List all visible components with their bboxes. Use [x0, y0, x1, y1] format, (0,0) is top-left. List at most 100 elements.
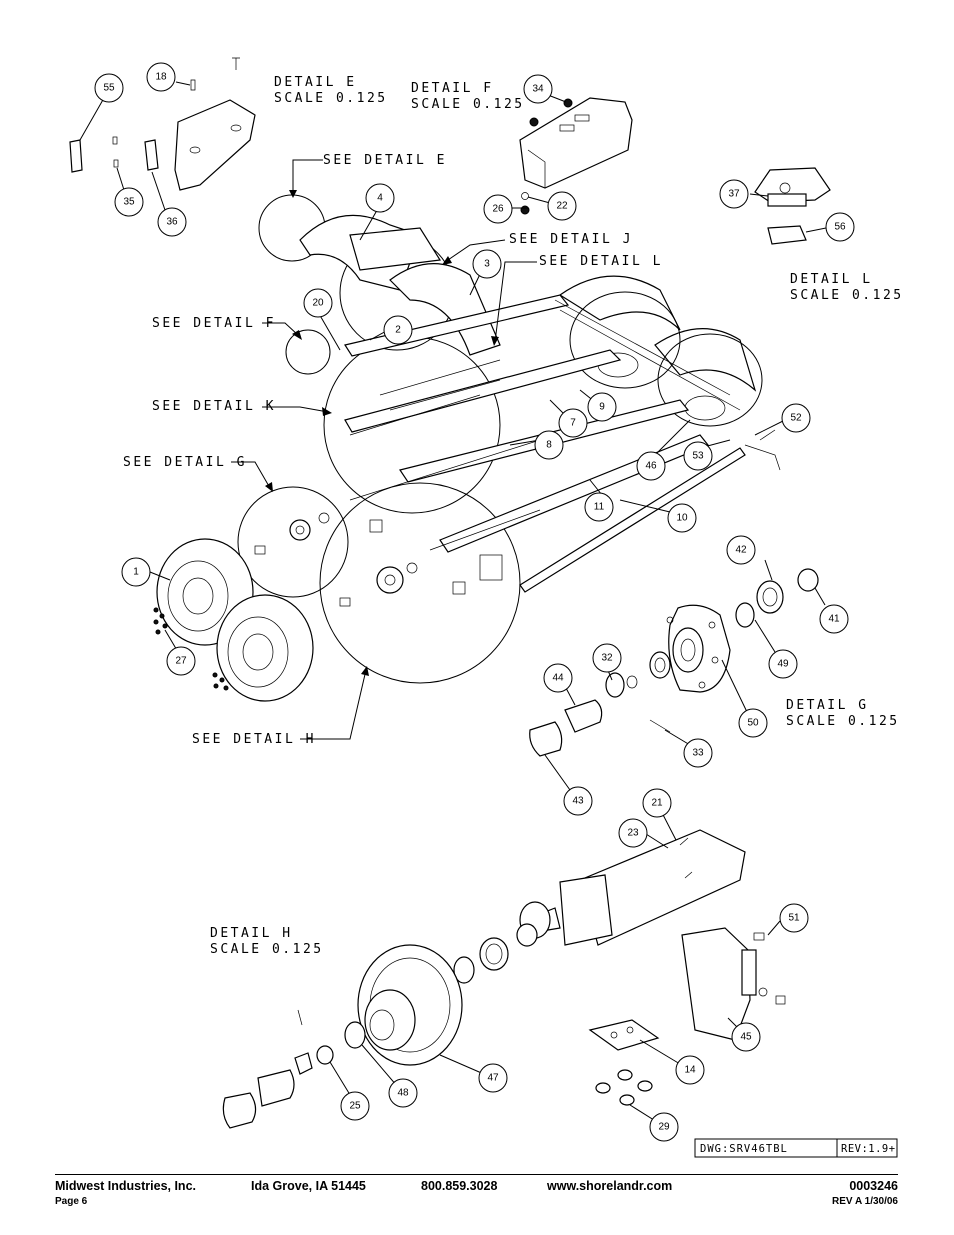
- balloon-number: 44: [552, 673, 564, 684]
- balloon-number: 47: [487, 1073, 499, 1084]
- part-balloons: 5518353634222637564320279852534611101274…: [94, 62, 855, 1142]
- balloon-number: 32: [601, 653, 613, 664]
- balloon-number: 41: [828, 614, 840, 625]
- balloon-circle: [683, 441, 713, 471]
- detail-f-parts: [519, 97, 633, 215]
- balloon-circle: [121, 557, 151, 587]
- balloon-circle: [636, 451, 666, 481]
- balloon-number: 20: [312, 298, 324, 309]
- balloon-circle: [731, 1022, 761, 1052]
- balloon-number: 42: [735, 545, 747, 556]
- detail-h-parts: [222, 829, 786, 1129]
- balloon-number: 26: [492, 204, 504, 215]
- balloon-circle: [719, 179, 749, 209]
- balloon-number: 29: [658, 1122, 670, 1133]
- detail-h-scale: SCALE 0.125: [210, 942, 324, 957]
- balloon-circle: [726, 535, 756, 565]
- detail-e-parts: [69, 57, 256, 191]
- title-block-dwg: DWG:SRV46TBL: [700, 1143, 788, 1155]
- balloon-circle: [592, 643, 622, 673]
- balloon-number: 33: [692, 748, 704, 759]
- see-detail-f: SEE DETAIL F: [152, 316, 276, 331]
- footer-phone: 800.859.3028: [421, 1179, 498, 1193]
- balloon-circle: [683, 738, 713, 768]
- balloon-circle: [558, 408, 588, 438]
- balloon-number: 9: [599, 402, 605, 413]
- balloon-circle: [781, 403, 811, 433]
- balloon-circle: [675, 1055, 705, 1085]
- balloon-number: 22: [556, 201, 568, 212]
- balloon-circle: [383, 315, 413, 345]
- balloon-number: 25: [349, 1101, 361, 1112]
- balloon-circle: [365, 183, 395, 213]
- balloon-circle: [563, 786, 593, 816]
- balloon-number: 50: [747, 718, 759, 729]
- detail-l-parts: [754, 167, 831, 245]
- see-detail-k: SEE DETAIL K: [152, 399, 276, 414]
- balloon-circle: [146, 62, 176, 92]
- detail-g-parts: [529, 568, 819, 757]
- footer-line-1: Midwest Industries, Inc. Ida Grove, IA 5…: [55, 1179, 898, 1195]
- see-detail-l: SEE DETAIL L: [539, 254, 663, 269]
- detail-l-scale: SCALE 0.125: [790, 288, 904, 303]
- balloon-number: 3: [484, 259, 490, 270]
- balloon-number: 53: [692, 451, 704, 462]
- see-detail-g: SEE DETAIL G: [123, 455, 247, 470]
- balloon-number: 2: [395, 325, 401, 336]
- balloon-circle: [738, 708, 768, 738]
- balloon-circle: [768, 649, 798, 679]
- balloon-number: 27: [175, 656, 187, 667]
- balloon-number: 10: [676, 513, 688, 524]
- footer-revision: REV A 1/30/06: [832, 1196, 898, 1207]
- balloon-number: 23: [627, 828, 639, 839]
- balloon-circle: [584, 492, 614, 522]
- detail-g-scale: SCALE 0.125: [786, 714, 900, 729]
- balloon-number: 48: [397, 1088, 409, 1099]
- balloon-number: 14: [684, 1065, 696, 1076]
- balloon-number: 4: [377, 193, 383, 204]
- balloon-circle: [340, 1091, 370, 1121]
- balloon-number: 43: [572, 796, 584, 807]
- left-fenders: [299, 214, 501, 356]
- balloon-circle: [303, 288, 333, 318]
- balloon-circle: [534, 430, 564, 460]
- balloon-circle: [472, 249, 502, 279]
- balloon-number: 37: [728, 189, 740, 200]
- balloon-number: 34: [532, 84, 544, 95]
- balloon-number: 18: [155, 72, 167, 83]
- balloon-circle: [114, 187, 144, 217]
- see-detail-h: SEE DETAIL H: [192, 732, 316, 747]
- balloon-number: 8: [546, 440, 552, 451]
- balloon-circle: [825, 212, 855, 242]
- balloon-number: 1: [133, 567, 139, 578]
- balloon-circle: [157, 207, 187, 237]
- axles: [254, 439, 541, 607]
- balloon-circle: [543, 663, 573, 693]
- balloon-circle: [388, 1078, 418, 1108]
- balloon-number: 55: [103, 83, 115, 94]
- detail-f-title: DETAIL F: [411, 81, 494, 96]
- balloon-number: 51: [788, 913, 800, 924]
- balloon-circle: [779, 903, 809, 933]
- balloon-number: 7: [570, 418, 576, 429]
- balloon-number: 49: [777, 659, 789, 670]
- detail-h-title: DETAIL H: [210, 926, 293, 941]
- title-block-rev: REV:1.9+: [841, 1143, 896, 1155]
- see-detail-j: SEE DETAIL J: [509, 232, 633, 247]
- footer-doc-number: 0003246: [849, 1179, 898, 1193]
- balloon-circle: [523, 74, 553, 104]
- detail-l-title: DETAIL L: [790, 272, 873, 287]
- footer-line-2: Page 6 REV A 1/30/06: [55, 1196, 898, 1210]
- balloon-circle: [478, 1063, 508, 1093]
- balloon-number: 11: [594, 502, 605, 513]
- balloon-circle: [642, 788, 672, 818]
- balloon-circle: [618, 818, 648, 848]
- balloon-number: 52: [790, 413, 802, 424]
- footer-city: Ida Grove, IA 51445: [251, 1179, 366, 1193]
- footer-website[interactable]: www.shorelandr.com: [547, 1179, 673, 1193]
- title-block: DWG:SRV46TBL REV:1.9+: [694, 1138, 898, 1158]
- balloon-circle: [94, 73, 124, 103]
- balloon-circle: [547, 191, 577, 221]
- balloon-circle: [587, 392, 617, 422]
